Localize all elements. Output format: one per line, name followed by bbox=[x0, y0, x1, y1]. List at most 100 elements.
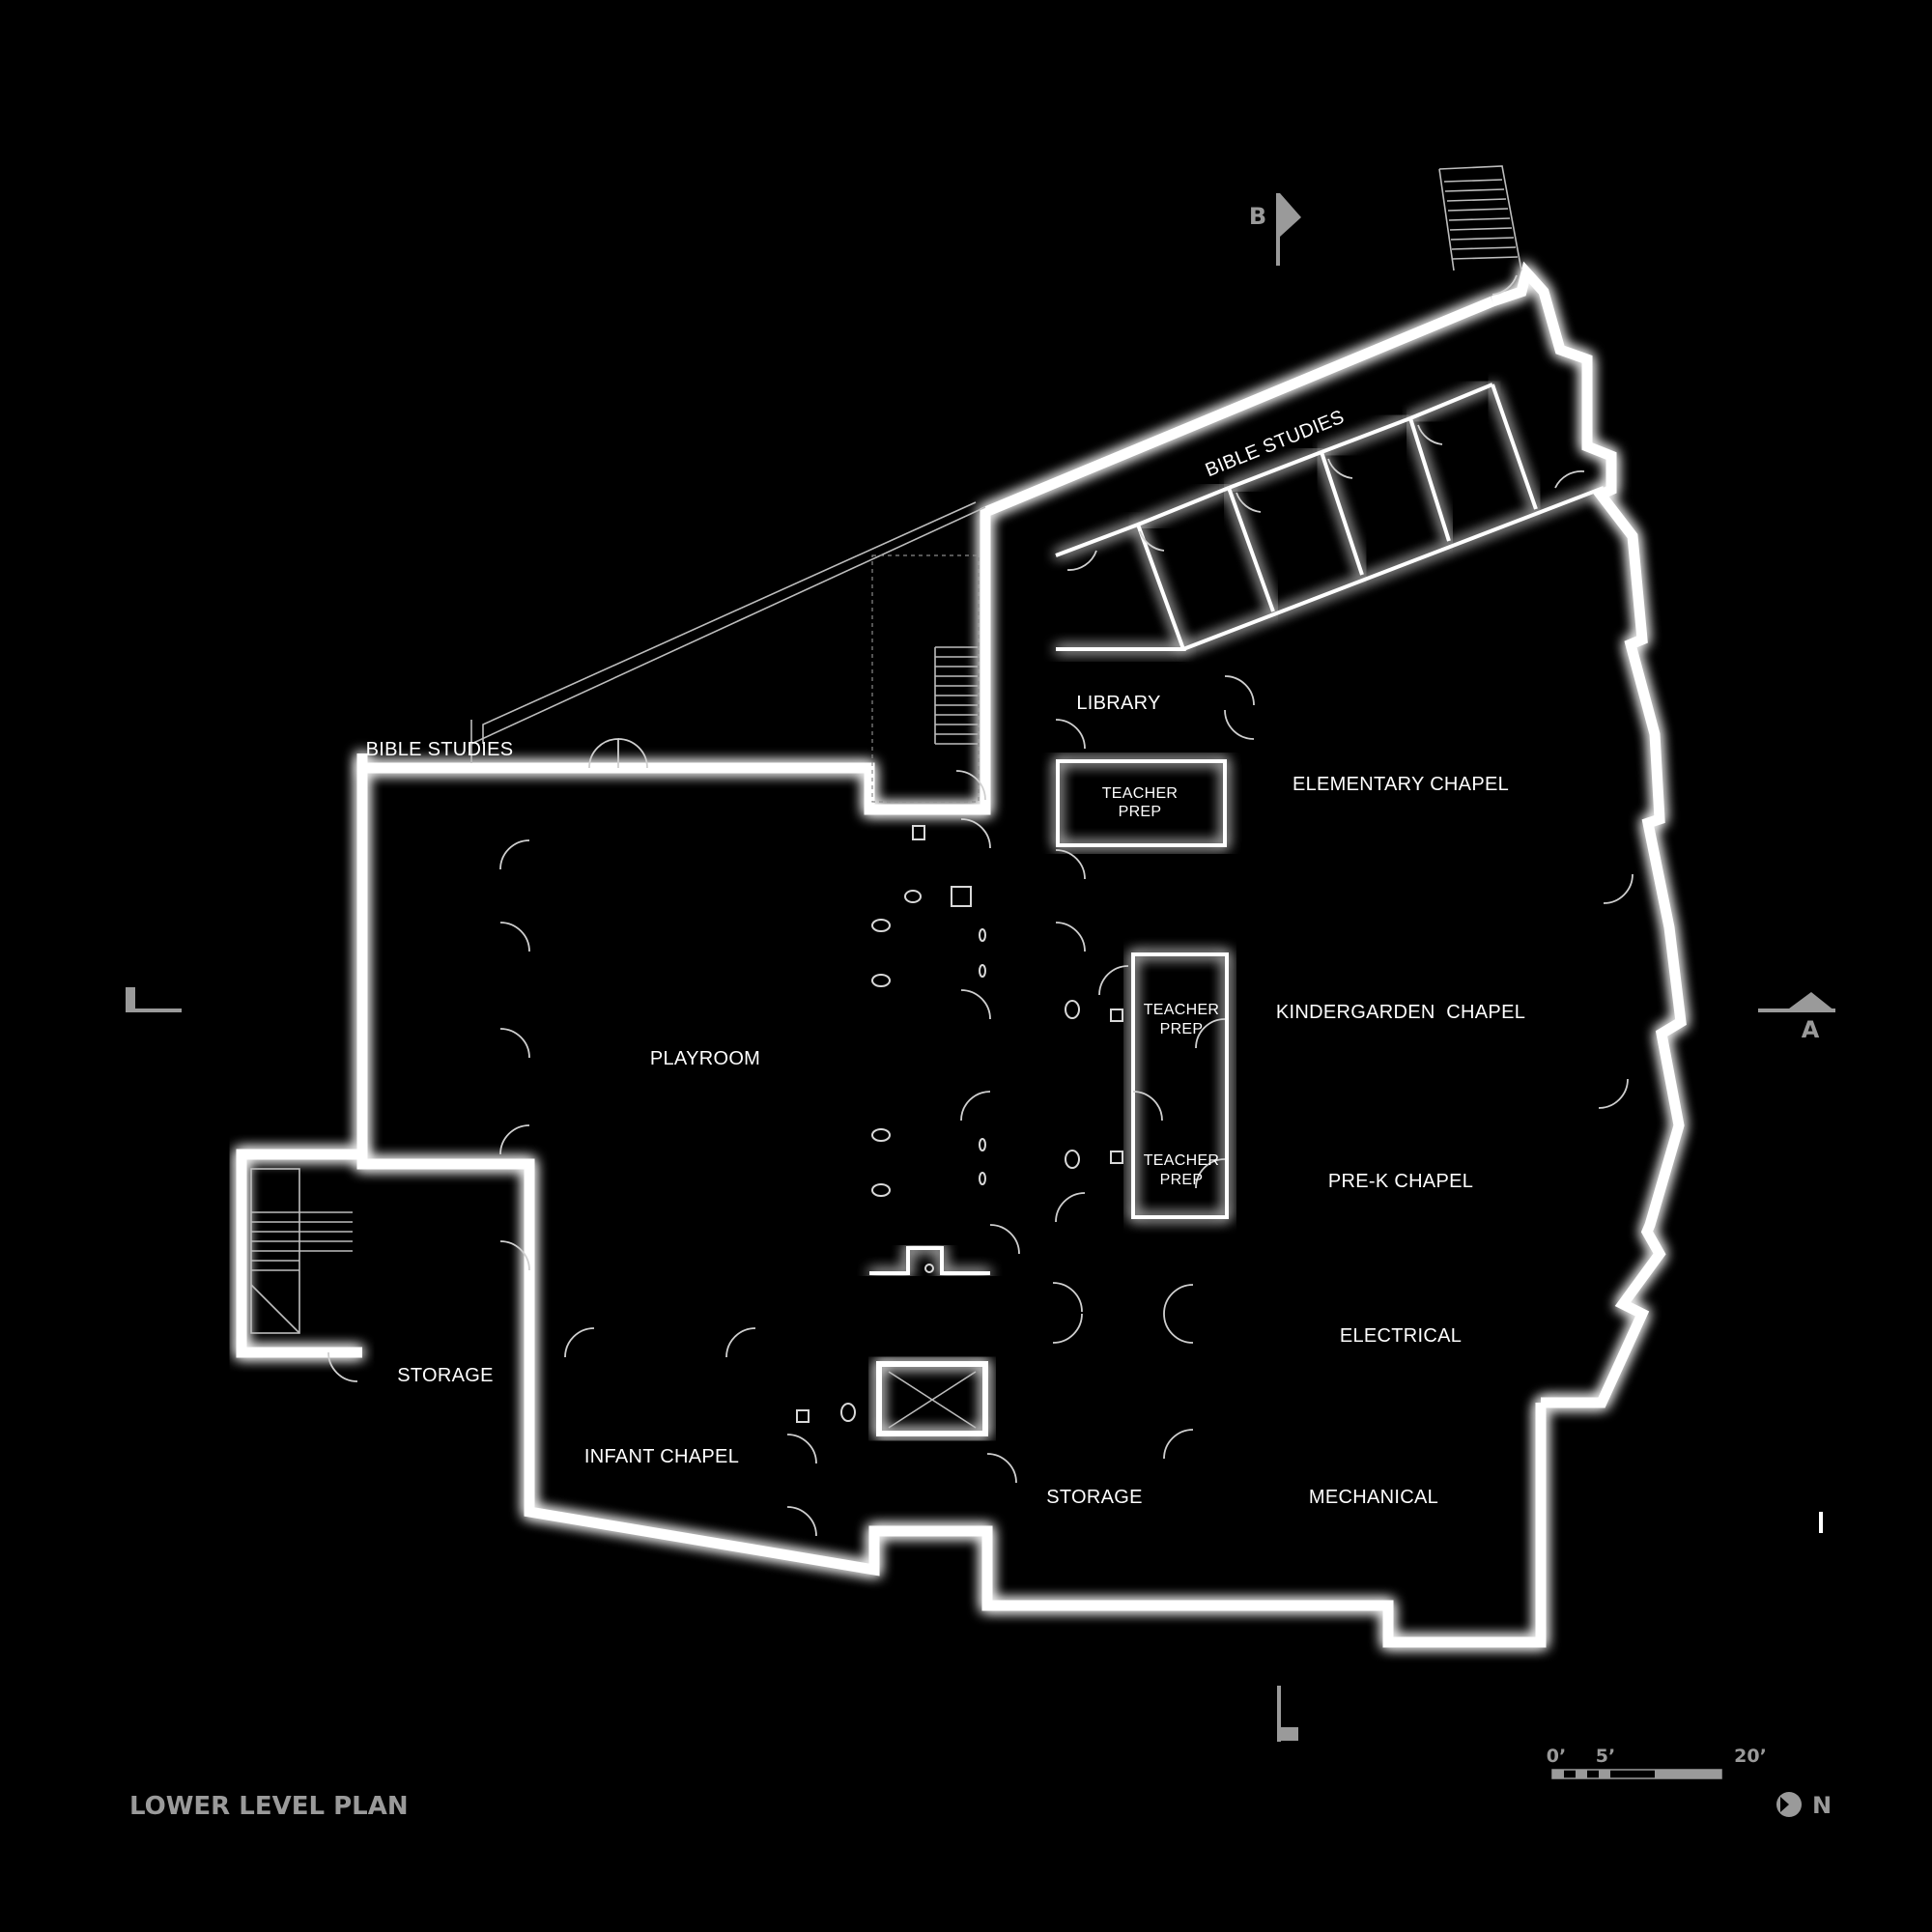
door-swing bbox=[960, 818, 991, 849]
door-swing bbox=[499, 839, 530, 870]
door-swing bbox=[1224, 675, 1255, 706]
section-b-line bbox=[1276, 193, 1280, 266]
door-swing bbox=[1163, 1284, 1194, 1315]
wall bbox=[1137, 486, 1230, 526]
label-teacher-prep-1-line1: TEACHER bbox=[1102, 785, 1179, 802]
door-swing bbox=[1163, 1313, 1194, 1344]
label-playroom: PLAYROOM bbox=[650, 1048, 760, 1069]
door-swing bbox=[499, 1028, 530, 1059]
toilet-icon bbox=[1065, 1000, 1080, 1019]
sink-icon bbox=[979, 964, 986, 978]
left-top-wall bbox=[362, 296, 1495, 815]
canopy-edge bbox=[482, 501, 977, 744]
label-storage-left: STORAGE bbox=[397, 1365, 494, 1386]
section-a-label: A bbox=[1802, 1016, 1820, 1043]
wall bbox=[1182, 486, 1605, 651]
wall bbox=[1491, 384, 1538, 510]
door-swing bbox=[327, 1351, 358, 1382]
door-swing bbox=[1055, 922, 1086, 952]
door-swing bbox=[1132, 1091, 1163, 1122]
sink-icon bbox=[951, 886, 972, 907]
central-stair-outline bbox=[871, 554, 980, 803]
door-swing bbox=[1052, 1282, 1083, 1313]
door-swing bbox=[955, 770, 986, 801]
scale-bar-segment bbox=[1599, 1770, 1610, 1778]
wall bbox=[1408, 417, 1451, 542]
label-mechanical: MECHANICAL bbox=[1309, 1487, 1438, 1508]
wall bbox=[1055, 522, 1186, 651]
door-swing bbox=[1055, 849, 1086, 880]
door-swing bbox=[1492, 274, 1518, 296]
toilet-icon bbox=[1065, 1150, 1080, 1169]
label-teacher-prep-3-line2: PREP bbox=[1160, 1172, 1204, 1188]
wall bbox=[869, 1246, 990, 1275]
door-swing bbox=[1163, 1429, 1194, 1460]
north-arrow: N bbox=[1776, 1792, 1832, 1819]
toilet-icon bbox=[871, 974, 891, 987]
scale-bar-segment bbox=[1576, 1770, 1587, 1778]
label-teacher-prep-2-line1: TEACHER bbox=[1144, 1002, 1220, 1018]
door-swing bbox=[1055, 1192, 1086, 1223]
sink-icon bbox=[979, 928, 986, 942]
north-label: N bbox=[1812, 1792, 1832, 1819]
toilet-icon bbox=[871, 919, 891, 932]
toilet-icon bbox=[871, 1128, 891, 1142]
left-wing-wall bbox=[356, 753, 1547, 1648]
interior-walls bbox=[359, 383, 1654, 1605]
section-marker-left bbox=[126, 987, 182, 1012]
toilet-icon bbox=[840, 1403, 856, 1422]
elevator-x bbox=[888, 1371, 977, 1429]
label-electrical: ELECTRICAL bbox=[1340, 1325, 1462, 1347]
section-marker-bottom bbox=[1277, 1686, 1298, 1742]
wall bbox=[1321, 416, 1411, 454]
ne-stair-treads bbox=[1443, 179, 1519, 260]
label-infant-chapel: INFANT CHAPEL bbox=[584, 1446, 739, 1467]
door-swing bbox=[1327, 458, 1353, 479]
door-swing bbox=[1236, 492, 1262, 513]
sink-icon bbox=[979, 1138, 986, 1151]
sink-icon bbox=[1110, 1151, 1123, 1164]
west-stair-treads bbox=[250, 1168, 353, 1334]
section-left-tick-icon bbox=[126, 987, 135, 1012]
sink-icon bbox=[979, 1172, 986, 1185]
door-swing bbox=[786, 1434, 817, 1464]
toilet-icon bbox=[904, 890, 922, 903]
door-swing bbox=[989, 1224, 1020, 1255]
section-bottom-tick-icon bbox=[1277, 1727, 1298, 1741]
door-swing bbox=[960, 1091, 991, 1122]
door-swing bbox=[1224, 709, 1255, 740]
section-marker-b: B bbox=[1249, 193, 1301, 266]
label-teacher-prep-3-line1: TEACHER bbox=[1144, 1152, 1220, 1169]
label-prek-chapel: PRE-K CHAPEL bbox=[1328, 1171, 1473, 1192]
north-arrow-pointer-icon bbox=[1780, 1797, 1789, 1812]
floor-drain-icon bbox=[924, 1264, 934, 1273]
door-swing bbox=[499, 1124, 530, 1155]
east-facade-wall bbox=[1491, 261, 1687, 1408]
west-stair-wall bbox=[236, 1149, 362, 1358]
section-a-line bbox=[1758, 1009, 1835, 1012]
door-swing bbox=[499, 1240, 530, 1271]
exterior-walls bbox=[236, 261, 1687, 1648]
wall bbox=[1409, 383, 1493, 420]
door-swing bbox=[1598, 1078, 1629, 1109]
drawing-title: LOWER LEVEL PLAN bbox=[129, 1792, 409, 1821]
door-swing bbox=[499, 922, 530, 952]
scale-bar-segment bbox=[1655, 1770, 1721, 1778]
door-swing bbox=[1603, 873, 1634, 904]
plumbing-fixtures bbox=[796, 825, 1123, 1423]
label-library: LIBRARY bbox=[1076, 693, 1160, 714]
door-swing bbox=[1052, 1313, 1083, 1344]
sink-icon bbox=[1110, 1009, 1123, 1022]
door-swing bbox=[1554, 469, 1585, 489]
label-elementary-chapel: ELEMENTARY CHAPEL bbox=[1293, 774, 1509, 795]
section-marker-a: A bbox=[1758, 992, 1835, 1043]
door-swing bbox=[1055, 719, 1086, 750]
section-a-arrow-icon bbox=[1785, 992, 1835, 1011]
door-swing bbox=[617, 738, 648, 769]
section-b-label: B bbox=[1249, 203, 1266, 230]
door-swing bbox=[1417, 424, 1443, 445]
label-teacher-prep-2-line2: PREP bbox=[1160, 1021, 1204, 1037]
stairs bbox=[250, 165, 1522, 1334]
door-swing bbox=[1066, 550, 1097, 571]
ne-stair-edge bbox=[1438, 168, 1455, 271]
